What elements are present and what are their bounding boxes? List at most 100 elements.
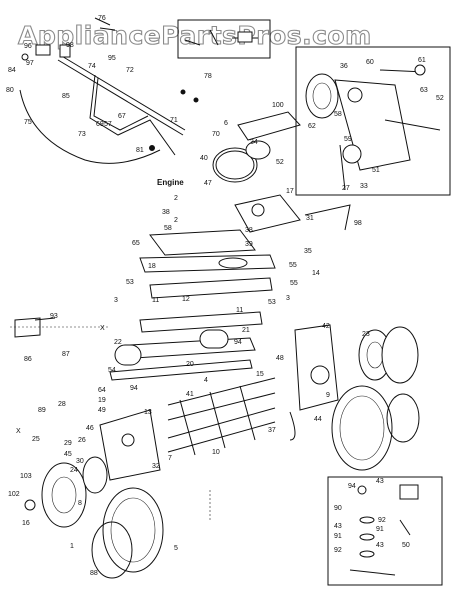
callout-92b: 92 (334, 547, 342, 554)
callout-x1: X (100, 325, 105, 332)
callout-80: 80 (6, 87, 14, 94)
side-plates (99, 324, 339, 481)
callout-10: 10 (212, 449, 220, 456)
callout-70: 70 (212, 131, 220, 138)
callout-16: 16 (22, 520, 30, 527)
callout-103: 103 (20, 473, 32, 480)
callout-43c: 43 (376, 542, 384, 549)
right-wheel (289, 326, 420, 471)
callout-14: 14 (312, 270, 320, 277)
callout-55b: 55 (290, 280, 298, 287)
callout-11a: 11 (152, 297, 159, 304)
callout-2a: 2 (174, 195, 178, 202)
callout-45: 45 (64, 451, 72, 458)
callout-3a: 3 (114, 297, 118, 304)
callout-47: 47 (204, 180, 212, 187)
callout-96: 96 (24, 43, 32, 50)
callout-8: 8 (78, 500, 82, 507)
callout-20: 20 (186, 361, 194, 368)
callout-94c: 94 (348, 483, 356, 490)
callout-54: 54 (108, 367, 116, 374)
callout-5: 5 (174, 545, 178, 552)
callout-86: 86 (24, 356, 32, 363)
callout-33: 33 (360, 183, 368, 190)
inset-pulley-assembly (295, 46, 451, 196)
left-wheel (24, 456, 164, 579)
callout-42: 42 (322, 323, 330, 330)
callout-91a: 91 (376, 526, 384, 533)
callout-52a: 52 (436, 95, 444, 102)
callout-49: 49 (98, 407, 106, 414)
callout-2b: 2 (174, 217, 178, 224)
callout-53b: 53 (268, 299, 276, 306)
callout-61: 61 (418, 57, 426, 64)
callout-98: 98 (66, 42, 74, 49)
callout-76: 76 (98, 15, 106, 22)
callout-94b: 94 (130, 385, 138, 392)
callout-44: 44 (314, 416, 322, 423)
callout-50: 50 (402, 542, 410, 549)
callout-51: 51 (372, 167, 380, 174)
callout-58: 58 (334, 111, 342, 118)
callout-57: 57 (104, 121, 112, 128)
callout-36: 36 (340, 63, 348, 70)
housing-plates (109, 229, 276, 381)
callout-55a: 55 (289, 262, 297, 269)
callout-75: 75 (24, 119, 32, 126)
callout-67: 67 (118, 113, 126, 120)
callout-30: 30 (76, 458, 84, 465)
callout-58b: 58 (164, 225, 172, 232)
callout-81: 81 (136, 147, 144, 154)
callout-73: 73 (78, 131, 86, 138)
callout-17: 17 (286, 188, 294, 195)
callout-98b: 98 (354, 220, 362, 227)
callout-39: 39 (245, 241, 253, 248)
callout-35: 35 (304, 248, 312, 255)
callout-100: 100 (272, 102, 284, 109)
callout-62: 62 (308, 123, 316, 130)
callout-92a: 92 (378, 517, 386, 524)
callout-52b: 52 (276, 159, 284, 166)
callout-7: 7 (168, 455, 172, 462)
handle-assembly (19, 17, 199, 164)
callout-91b: 91 (334, 533, 342, 540)
callout-64: 64 (98, 387, 106, 394)
callout-78: 78 (204, 73, 212, 80)
callout-89: 89 (38, 407, 46, 414)
callout-90: 90 (334, 505, 342, 512)
callout-43b: 43 (334, 523, 342, 530)
callout-60: 60 (366, 59, 374, 66)
callout-4: 4 (204, 377, 208, 384)
callout-71: 71 (170, 117, 178, 124)
callout-97: 97 (26, 60, 34, 67)
callout-21: 21 (242, 327, 250, 334)
engine-label: Engine (157, 178, 184, 187)
inset-bottom-right (327, 476, 443, 586)
callout-41: 41 (186, 391, 194, 398)
callout-23: 23 (362, 331, 370, 338)
callout-24: 24 (70, 467, 78, 474)
callout-26: 26 (78, 437, 86, 444)
callout-6: 6 (224, 120, 228, 127)
watermark-text: AppliancePartsPros.com (18, 21, 372, 50)
callout-3b: 3 (286, 295, 290, 302)
callout-labels: 76 96 98 97 84 95 74 72 80 85 69 67 57 7… (6, 15, 444, 577)
callout-27: 27 (342, 185, 350, 192)
callout-38b: 38 (245, 227, 253, 234)
callout-11b: 11 (236, 307, 243, 314)
callout-93: 93 (50, 313, 58, 320)
callout-x2: X (16, 428, 21, 435)
callout-102: 102 (8, 491, 20, 498)
callout-18: 18 (148, 263, 156, 270)
callout-31: 31 (306, 215, 314, 222)
callout-13: 13 (144, 409, 152, 416)
callout-87: 87 (62, 351, 70, 358)
inset-78 (177, 19, 271, 59)
belt-pulley (212, 111, 351, 233)
callout-40: 40 (200, 155, 208, 162)
callout-85: 85 (62, 93, 70, 100)
callout-94a: 94 (234, 339, 242, 346)
callout-29: 29 (64, 440, 72, 447)
callout-15: 15 (256, 371, 264, 378)
